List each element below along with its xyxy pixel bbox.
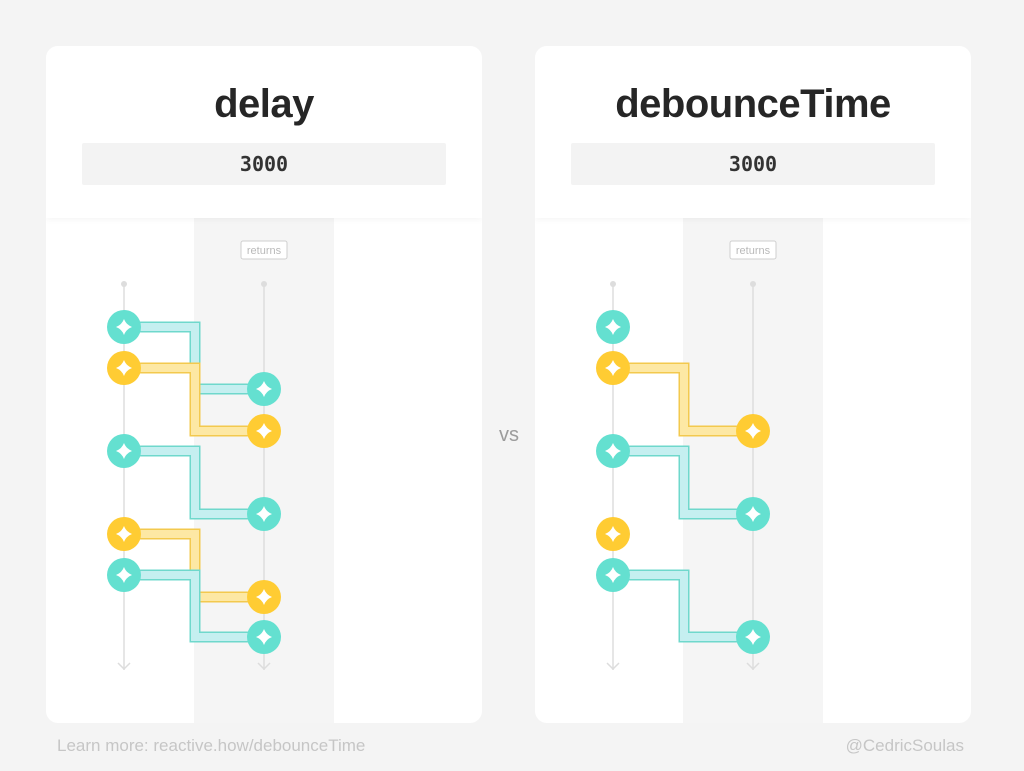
output-marble: [736, 497, 770, 531]
timeline-arrow: [257, 662, 271, 671]
cyan-path: [124, 447, 264, 518]
input-marble: [596, 351, 630, 385]
yellow-path: [613, 364, 753, 435]
returns-label: returns: [247, 245, 282, 257]
sparkle-icon: [605, 360, 621, 376]
sparkle-icon: [116, 526, 132, 542]
output-marble: [247, 620, 281, 654]
sparkle-icon: [116, 567, 132, 583]
sparkle-icon: [745, 629, 761, 645]
debounce-card: debounceTime 3000 returns: [535, 46, 971, 723]
debounce-title: debounceTime: [615, 82, 891, 126]
input-marble: [107, 351, 141, 385]
sparkle-icon: [116, 319, 132, 335]
timeline-arrow: [117, 662, 131, 671]
input-marble: [596, 558, 630, 592]
sparkle-icon: [256, 381, 272, 397]
debounce-card-header: debounceTime 3000: [535, 46, 971, 218]
author-credit: @CedricSoulas: [845, 736, 964, 755]
input-marble: [596, 434, 630, 468]
sparkle-icon: [605, 443, 621, 459]
input-marble: [107, 310, 141, 344]
returns-label-box: [729, 240, 777, 260]
output-marble: [247, 580, 281, 614]
delay-card-header: delay 3000: [46, 46, 482, 218]
output-marble: [247, 372, 281, 406]
returns-label: returns: [736, 245, 771, 257]
sparkle-icon: [256, 423, 272, 439]
cyan-path: [613, 571, 753, 641]
delay-card: delay 3000 returns: [46, 46, 482, 723]
cyan-path: [124, 323, 264, 393]
cyan-path: [124, 571, 264, 641]
output-marble: [247, 497, 281, 531]
sparkle-icon: [116, 443, 132, 459]
output-marble: [736, 620, 770, 654]
input-marble: [596, 517, 630, 551]
sparkle-icon: [256, 629, 272, 645]
timeline-arrow: [746, 662, 760, 671]
sparkle-icon: [605, 567, 621, 583]
sparkle-icon: [116, 360, 132, 376]
returns-label-box: [240, 240, 288, 260]
output-marble: [247, 414, 281, 448]
learn-more-link[interactable]: Learn more: reactive.how/debounceTime: [57, 736, 366, 755]
input-marble: [107, 517, 141, 551]
sparkle-icon: [745, 423, 761, 439]
sparkle-icon: [256, 589, 272, 605]
delay-title: delay: [214, 82, 314, 126]
input-marble: [107, 558, 141, 592]
input-marble: [107, 434, 141, 468]
delay-param: 3000: [82, 143, 446, 185]
input-marble: [596, 310, 630, 344]
sparkle-icon: [745, 506, 761, 522]
cyan-path: [613, 447, 753, 518]
timeline-arrow: [606, 662, 620, 671]
sparkle-icon: [605, 526, 621, 542]
vs-label: vs: [499, 424, 519, 446]
output-marble: [736, 414, 770, 448]
debounce-param: 3000: [571, 143, 935, 185]
yellow-path: [124, 530, 264, 601]
sparkle-icon: [256, 506, 272, 522]
sparkle-icon: [605, 319, 621, 335]
yellow-path: [124, 364, 264, 435]
